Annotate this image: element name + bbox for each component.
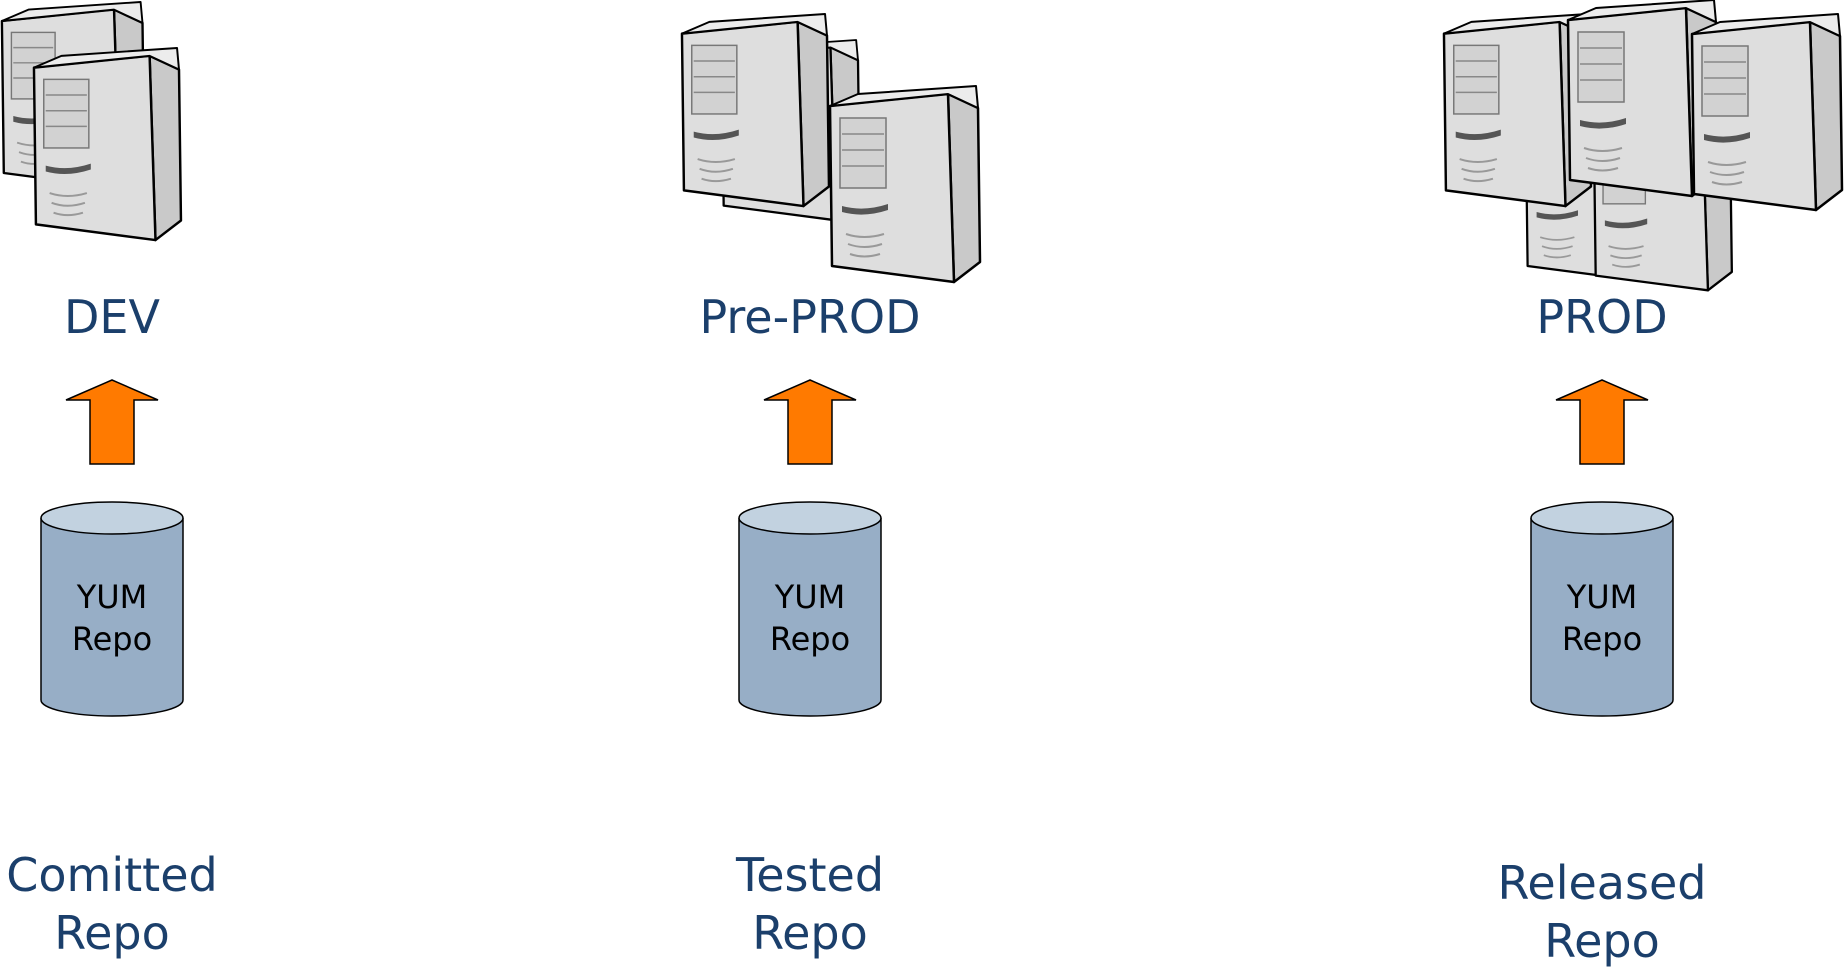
repo-stage-label-line1: Tested xyxy=(735,848,885,902)
up-arrow-icon xyxy=(62,378,162,466)
repo-stage-label-line2: Repo xyxy=(54,906,170,960)
yum-repo-cylinder: YUM Repo xyxy=(1528,500,1676,720)
environment-label: PROD xyxy=(1536,290,1668,344)
server-stack-icon xyxy=(1422,0,1844,300)
repo-name-line2: Repo xyxy=(1561,620,1643,658)
repo-name-line2: Repo xyxy=(71,620,153,658)
repo-name-line1: YUM xyxy=(774,578,846,616)
repo-stage-label: Tested Repo xyxy=(630,846,990,962)
up-arrow-icon xyxy=(760,378,860,466)
repo-name-line1: YUM xyxy=(76,578,148,616)
repo-stage-label: Comitted Repo xyxy=(0,846,292,962)
environment-label: DEV xyxy=(64,290,160,344)
up-arrow-icon xyxy=(1552,378,1652,466)
repo-stage-label-line2: Repo xyxy=(1544,914,1660,968)
environment-label: Pre-PROD xyxy=(699,290,921,344)
stage-pre-prod: Pre-PROD YUM Repo Tested Repo xyxy=(630,0,990,964)
repo-stage-label-line1: Released xyxy=(1497,856,1707,910)
repo-stage-label-line2: Repo xyxy=(752,906,868,960)
repo-name-line2: Repo xyxy=(769,620,851,658)
stage-prod: PROD YUM Repo Released Repo xyxy=(1422,0,1844,968)
server-stack-icon xyxy=(0,0,292,300)
stage-dev: DEV YUM Repo Comitted Repo xyxy=(0,0,292,964)
repo-stage-label: Released Repo xyxy=(1422,854,1782,970)
server-stack-icon xyxy=(630,0,990,300)
repo-name-line1: YUM xyxy=(1566,578,1638,616)
yum-repo-cylinder: YUM Repo xyxy=(38,500,186,720)
repo-stage-label-line1: Comitted xyxy=(6,848,218,902)
yum-repo-cylinder: YUM Repo xyxy=(736,500,884,720)
